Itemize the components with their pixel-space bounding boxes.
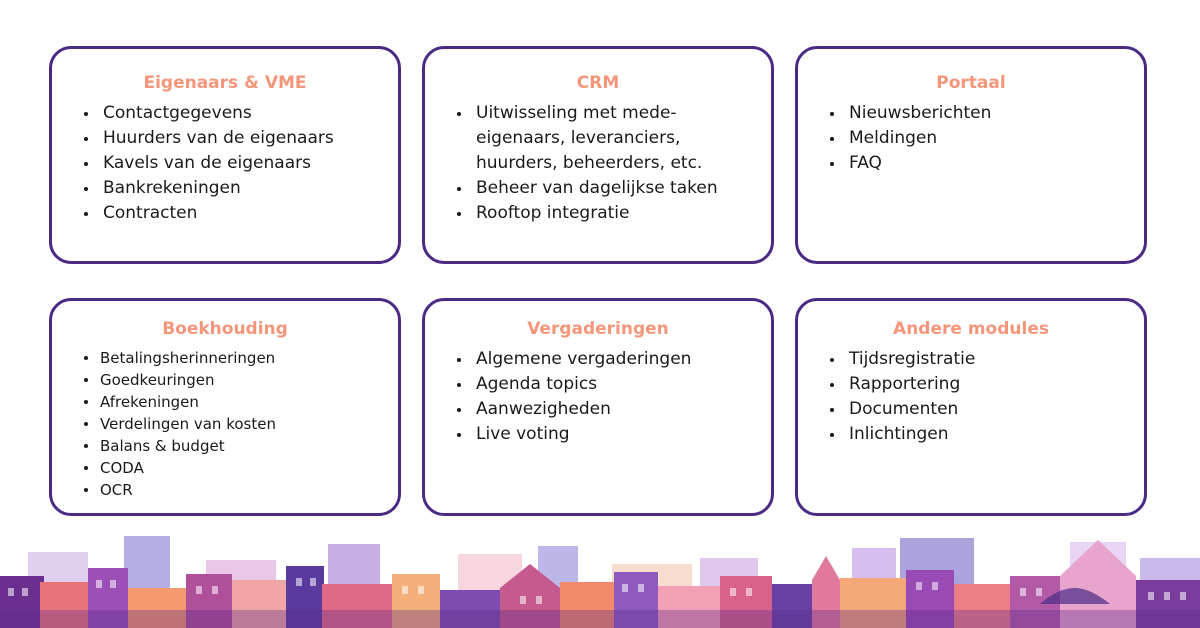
card-list: Uitwisseling met mede-eigenaars, leveran… [453,101,757,226]
card-title: Boekhouding [162,319,288,339]
card-title: Eigenaars & VME [143,73,307,93]
city-skyline-illustration [0,536,1200,628]
list-item: FAQ [826,151,1130,176]
list-item: Rooftop integratie [453,201,757,226]
list-item: Agenda topics [453,372,757,397]
list-item: Rapportering [826,372,1130,397]
list-item: Verdelingen van kosten [80,413,384,435]
list-item: OCR [80,479,384,501]
list-item: Live voting [453,422,757,447]
list-item: Betalingsherinneringen [80,347,384,369]
list-item: Contracten [80,201,384,226]
card-portaal: Portaal Nieuwsberichten Meldingen FAQ [795,46,1147,264]
card-list: Tijdsregistratie Rapportering Documenten… [826,347,1130,447]
card-list: Nieuwsberichten Meldingen FAQ [826,101,1130,176]
list-item: Contactgegevens [80,101,384,126]
list-item: Kavels van de eigenaars [80,151,384,176]
card-crm: CRM Uitwisseling met mede-eigenaars, lev… [422,46,774,264]
list-item: Algemene vergaderingen [453,347,757,372]
list-item: Aanwezigheden [453,397,757,422]
card-andere-modules: Andere modules Tijdsregistratie Rapporte… [795,298,1147,516]
card-title: Vergaderingen [527,319,669,339]
card-vergaderingen: Vergaderingen Algemene vergaderingen Age… [422,298,774,516]
list-item: CODA [80,457,384,479]
list-item: Goedkeuringen [80,369,384,391]
list-item: Huurders van de eigenaars [80,126,384,151]
card-title: Andere modules [893,319,1049,339]
card-list: Betalingsherinneringen Goedkeuringen Afr… [80,347,384,501]
list-item: Inlichtingen [826,422,1130,447]
card-list: Contactgegevens Huurders van de eigenaar… [80,101,384,226]
card-boekhouding: Boekhouding Betalingsherinneringen Goedk… [49,298,401,516]
card-list: Algemene vergaderingen Agenda topics Aan… [453,347,757,447]
list-item: Bankrekeningen [80,176,384,201]
card-eigenaars-vme: Eigenaars & VME Contactgegevens Huurders… [49,46,401,264]
list-item: Afrekeningen [80,391,384,413]
list-item: Balans & budget [80,435,384,457]
card-title: Portaal [936,73,1006,93]
card-title: CRM [576,73,620,93]
list-item: Uitwisseling met mede-eigenaars, leveran… [453,101,757,176]
list-item: Documenten [826,397,1130,422]
list-item: Nieuwsberichten [826,101,1130,126]
list-item: Meldingen [826,126,1130,151]
list-item: Tijdsregistratie [826,347,1130,372]
list-item: Beheer van dagelijkse taken [453,176,757,201]
